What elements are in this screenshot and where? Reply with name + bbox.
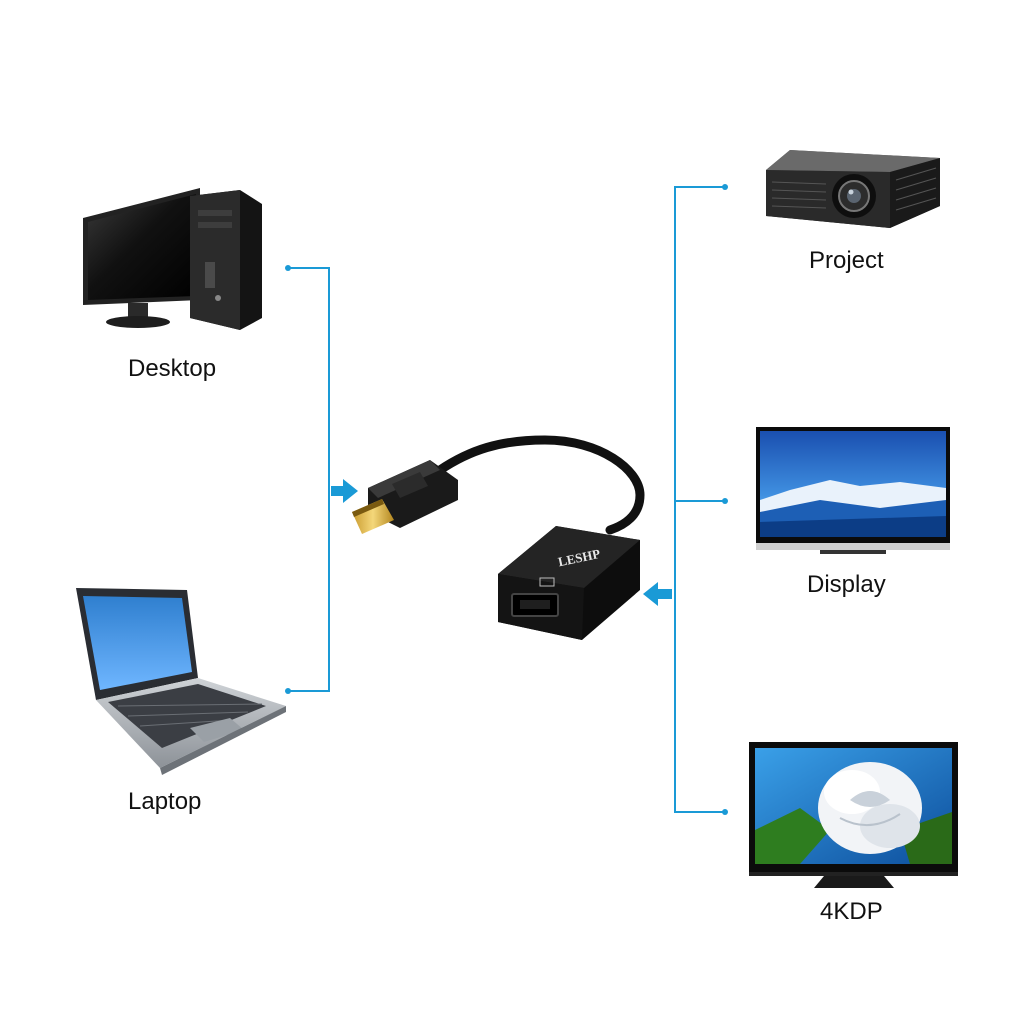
dp-to-hdmi-adapter: LESHP	[352, 435, 645, 640]
output-arrow-icon	[643, 582, 672, 606]
rose-image	[818, 762, 922, 854]
label-desktop: Desktop	[128, 355, 217, 382]
projector-icon	[766, 150, 940, 228]
displayport-plug-icon	[352, 460, 458, 534]
left-connector-lines	[288, 267, 330, 692]
monitor-icon	[756, 427, 950, 554]
label-laptop: Laptop	[128, 788, 202, 815]
label-4kdp: 4KDP	[820, 898, 883, 925]
label-project: Project	[809, 247, 884, 274]
hdmi-port-icon	[539, 577, 555, 587]
connector-dot	[722, 809, 728, 815]
connector-dot	[722, 184, 728, 190]
desktop-computer-icon	[83, 188, 262, 330]
laptop-icon	[76, 588, 286, 775]
tv-4k-icon	[749, 742, 958, 888]
label-display: Display	[807, 571, 886, 598]
input-arrow-icon	[331, 479, 358, 503]
hdmi-adapter-box: LESHP	[498, 526, 640, 640]
connector-dot	[285, 688, 291, 694]
right-connector-lines	[674, 186, 725, 813]
connector-dot	[285, 265, 291, 271]
connector-dot	[722, 498, 728, 504]
